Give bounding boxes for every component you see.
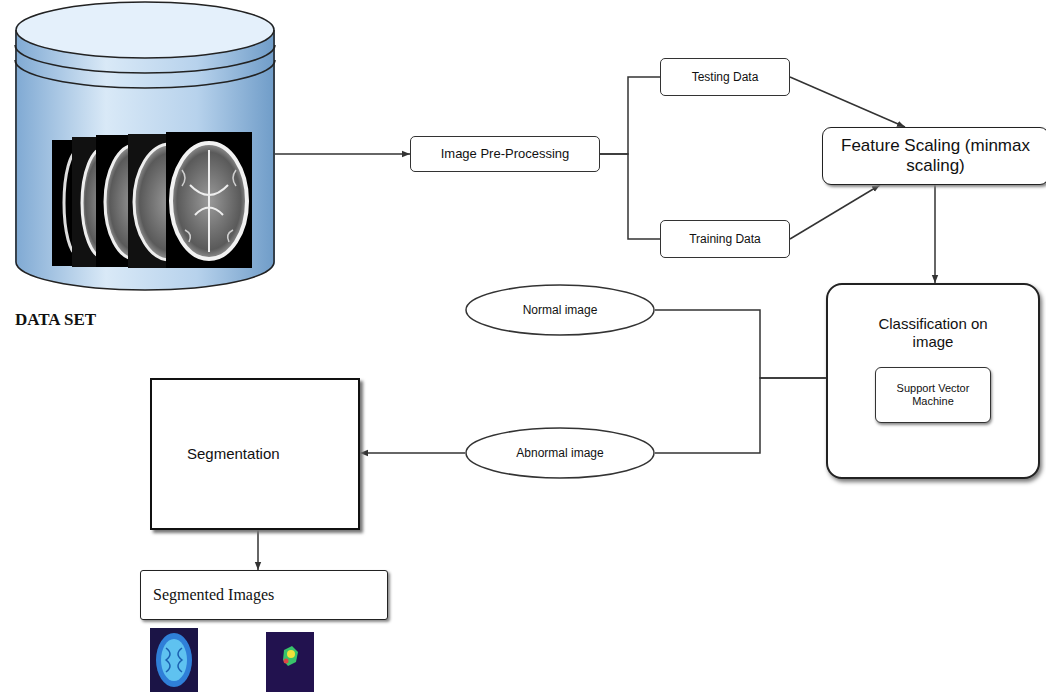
connector (600, 154, 660, 239)
node-label: Normal image (523, 303, 598, 317)
result-ellipse: Normal image (465, 284, 655, 336)
connector (934, 185, 936, 283)
node-label: Training Data (689, 232, 761, 246)
connector (655, 378, 826, 453)
brain-slices (52, 132, 252, 268)
node-label: Image Pre-Processing (441, 146, 570, 162)
connector (360, 452, 465, 454)
node-label: Support Vector Machine (883, 382, 983, 408)
connector (655, 310, 826, 378)
connector (600, 77, 660, 154)
node-label: Testing Data (692, 70, 759, 84)
cylinder-outline (15, 2, 275, 292)
connector (257, 530, 259, 570)
node-label: Segmented Images (153, 585, 274, 604)
cylinder-rim (16, 30, 274, 58)
connector (790, 185, 880, 239)
node-label: Abnormal image (516, 446, 603, 460)
database-label: DATA SET (15, 310, 96, 330)
segmented-thumbnails (150, 628, 314, 692)
process-box: Feature Scaling (minmax scaling) (822, 127, 1046, 185)
connector (790, 77, 905, 127)
data-box: Testing Data (660, 58, 790, 96)
ellipse-shape (466, 285, 654, 335)
connector (275, 153, 410, 155)
classifier-box: Support Vector Machine Classification on … (826, 283, 1040, 479)
database-ring (15, 60, 275, 88)
cylinder-body (16, 2, 274, 290)
process-box: Image Pre-Processing (410, 136, 600, 172)
node-label: Classification on image (858, 315, 1008, 351)
database-cylinder-fill (15, 2, 275, 290)
process-box: Segmentation (150, 378, 360, 530)
database-cylinder: DATA SET (15, 2, 275, 292)
node-label: Segmentation (187, 445, 280, 463)
data-box: Training Data (660, 220, 790, 258)
model-box: Support Vector Machine (875, 367, 991, 423)
output-box: Segmented Images (140, 570, 388, 620)
node-label: Feature Scaling (minmax scaling) (823, 136, 1046, 175)
ellipse-shape (466, 428, 654, 478)
result-ellipse: Abnormal image (465, 427, 655, 479)
